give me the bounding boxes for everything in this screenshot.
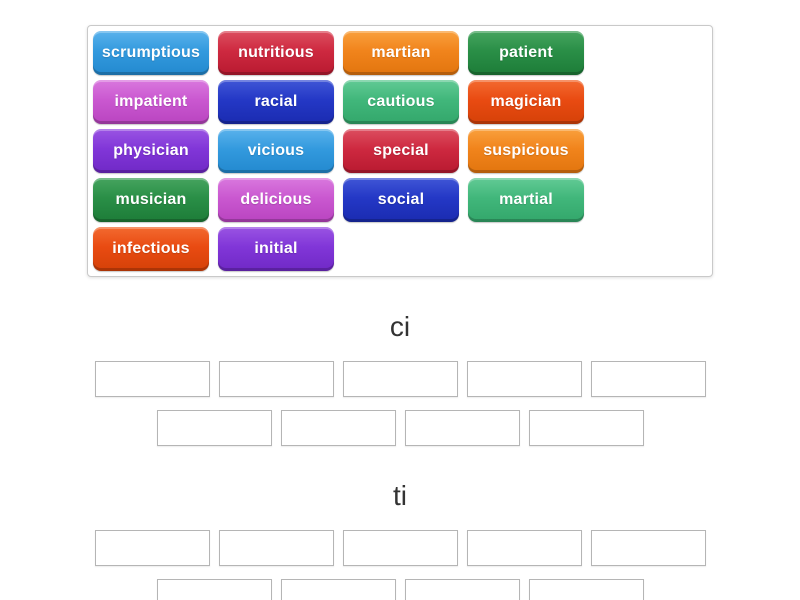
drop-slot-ti-5[interactable] [590,530,706,566]
drop-slot-ci-8[interactable] [404,410,520,446]
drop-slot-ti-9[interactable] [528,579,644,600]
word-tile-impatient[interactable]: impatient [93,80,209,124]
groups-container: ci ti [87,307,713,600]
word-tile-racial[interactable]: racial [218,80,334,124]
word-tile-scrumptious[interactable]: scrumptious [93,31,209,75]
drop-slot-ci-6[interactable] [156,410,272,446]
word-tile-infectious[interactable]: infectious [93,227,209,271]
drop-slot-ci-9[interactable] [528,410,644,446]
drop-slot-ti-7[interactable] [280,579,396,600]
drop-slot-ti-6[interactable] [156,579,272,600]
slot-rows-ti [87,530,713,600]
group-title-ti: ti [393,480,407,511]
word-tile-patient[interactable]: patient [468,31,584,75]
drop-slot-ti-1[interactable] [94,530,210,566]
group-title-ci: ci [389,311,411,342]
word-tile-nutritious[interactable]: nutritious [218,31,334,75]
drop-slot-ti-4[interactable] [466,530,582,566]
drop-slot-ti-8[interactable] [404,579,520,600]
drop-slot-ti-3[interactable] [342,530,458,566]
word-tile-vicious[interactable]: vicious [218,129,334,173]
word-tile-martial[interactable]: martial [468,178,584,222]
word-tile-physician[interactable]: physician [93,129,209,173]
group-ci: ci [87,307,713,446]
slot-row [87,361,713,397]
slot-rows-ci [87,361,713,446]
drop-slot-ci-2[interactable] [218,361,334,397]
drop-slot-ci-4[interactable] [466,361,582,397]
word-tile-special[interactable]: special [343,129,459,173]
word-tile-initial[interactable]: initial [218,227,334,271]
word-tile-cautious[interactable]: cautious [343,80,459,124]
drop-slot-ci-1[interactable] [94,361,210,397]
word-tile-social[interactable]: social [343,178,459,222]
slot-row [87,579,713,600]
word-tile-delicious[interactable]: delicious [218,178,334,222]
drop-slot-ti-2[interactable] [218,530,334,566]
group-ti: ti [87,476,713,600]
drop-slot-ci-5[interactable] [590,361,706,397]
word-tile-magician[interactable]: magician [468,80,584,124]
slot-row [87,530,713,566]
word-tile-martian[interactable]: martian [343,31,459,75]
word-tile-suspicious[interactable]: suspicious [468,129,584,173]
slot-row [87,410,713,446]
drop-slot-ci-3[interactable] [342,361,458,397]
drop-slot-ci-7[interactable] [280,410,396,446]
word-tile-musician[interactable]: musician [93,178,209,222]
